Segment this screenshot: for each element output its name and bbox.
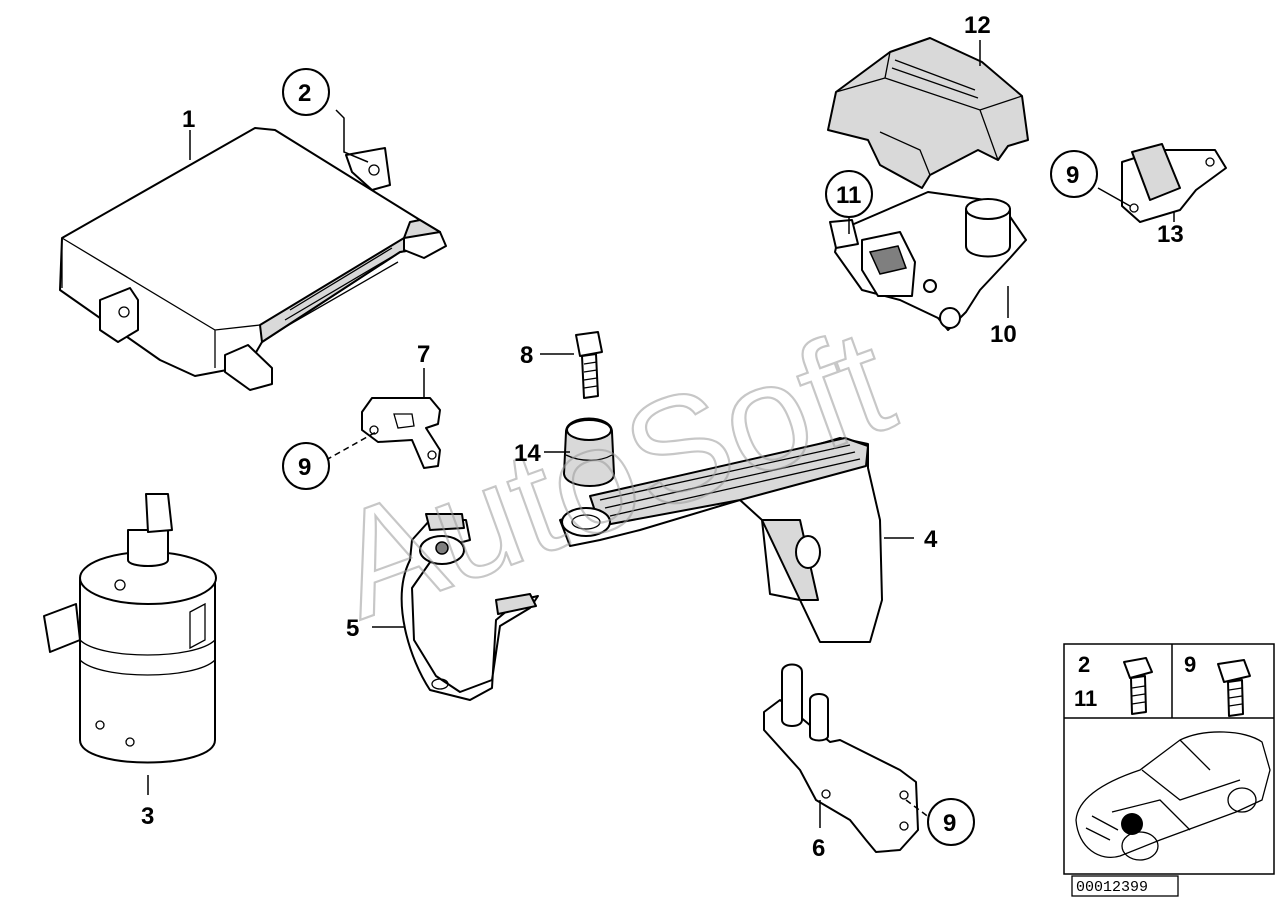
callout-13: 13 xyxy=(1157,221,1184,248)
part-7-bracket xyxy=(361,397,441,469)
callout-9c-circle xyxy=(927,798,975,846)
callout-9a-circle xyxy=(282,442,330,490)
part-3-motor xyxy=(43,493,217,764)
bolt-icon xyxy=(1123,657,1153,715)
part-5-clamp xyxy=(400,513,539,701)
part-8-bolt xyxy=(575,331,603,399)
callout-1: 1 xyxy=(182,106,195,133)
legend-label-11: 11 xyxy=(1074,686,1097,711)
callout-14: 14 xyxy=(514,440,541,467)
callout-11: 11 xyxy=(836,182,861,209)
callout-4: 4 xyxy=(924,526,938,553)
callout-6: 6 xyxy=(812,835,825,862)
leader-lines xyxy=(147,40,1175,828)
callout-3: 3 xyxy=(141,803,154,830)
callout-9c: 9 xyxy=(943,810,956,837)
legend-box: 2 11 9 xyxy=(1063,643,1275,875)
car-location-icon xyxy=(1075,731,1271,861)
callout-11-circle xyxy=(825,170,873,218)
part-14-mount xyxy=(563,417,615,487)
callout-9b-circle xyxy=(1050,150,1098,198)
callout-9a: 9 xyxy=(298,454,311,481)
callout-10: 10 xyxy=(990,321,1017,348)
legend-label-9: 9 xyxy=(1184,652,1196,677)
legend-label-2: 2 xyxy=(1078,652,1090,677)
part-12-cover xyxy=(827,37,1029,189)
callout-2: 2 xyxy=(298,80,311,107)
part-10-sensor xyxy=(829,191,1027,331)
callout-9b: 9 xyxy=(1066,162,1079,189)
callout-7: 7 xyxy=(417,341,430,368)
part-4-bracket xyxy=(559,437,883,643)
bolt-icon-2 xyxy=(1217,659,1251,717)
callout-8: 8 xyxy=(520,342,533,369)
callout-2-circle xyxy=(282,68,330,116)
reference-number: 00012399 xyxy=(1076,879,1148,896)
callout-5: 5 xyxy=(346,615,359,642)
callout-12: 12 xyxy=(964,12,991,39)
location-marker-icon xyxy=(1121,813,1143,835)
part-1-control-unit xyxy=(59,127,447,391)
callouts: 1 2 3 4 5 6 7 8 9 9 9 10 11 12 13 14 xyxy=(141,12,1184,862)
part-13-bracket xyxy=(1121,143,1227,223)
part-6-bracket xyxy=(763,663,919,853)
reference-box: 00012399 xyxy=(1071,875,1179,897)
